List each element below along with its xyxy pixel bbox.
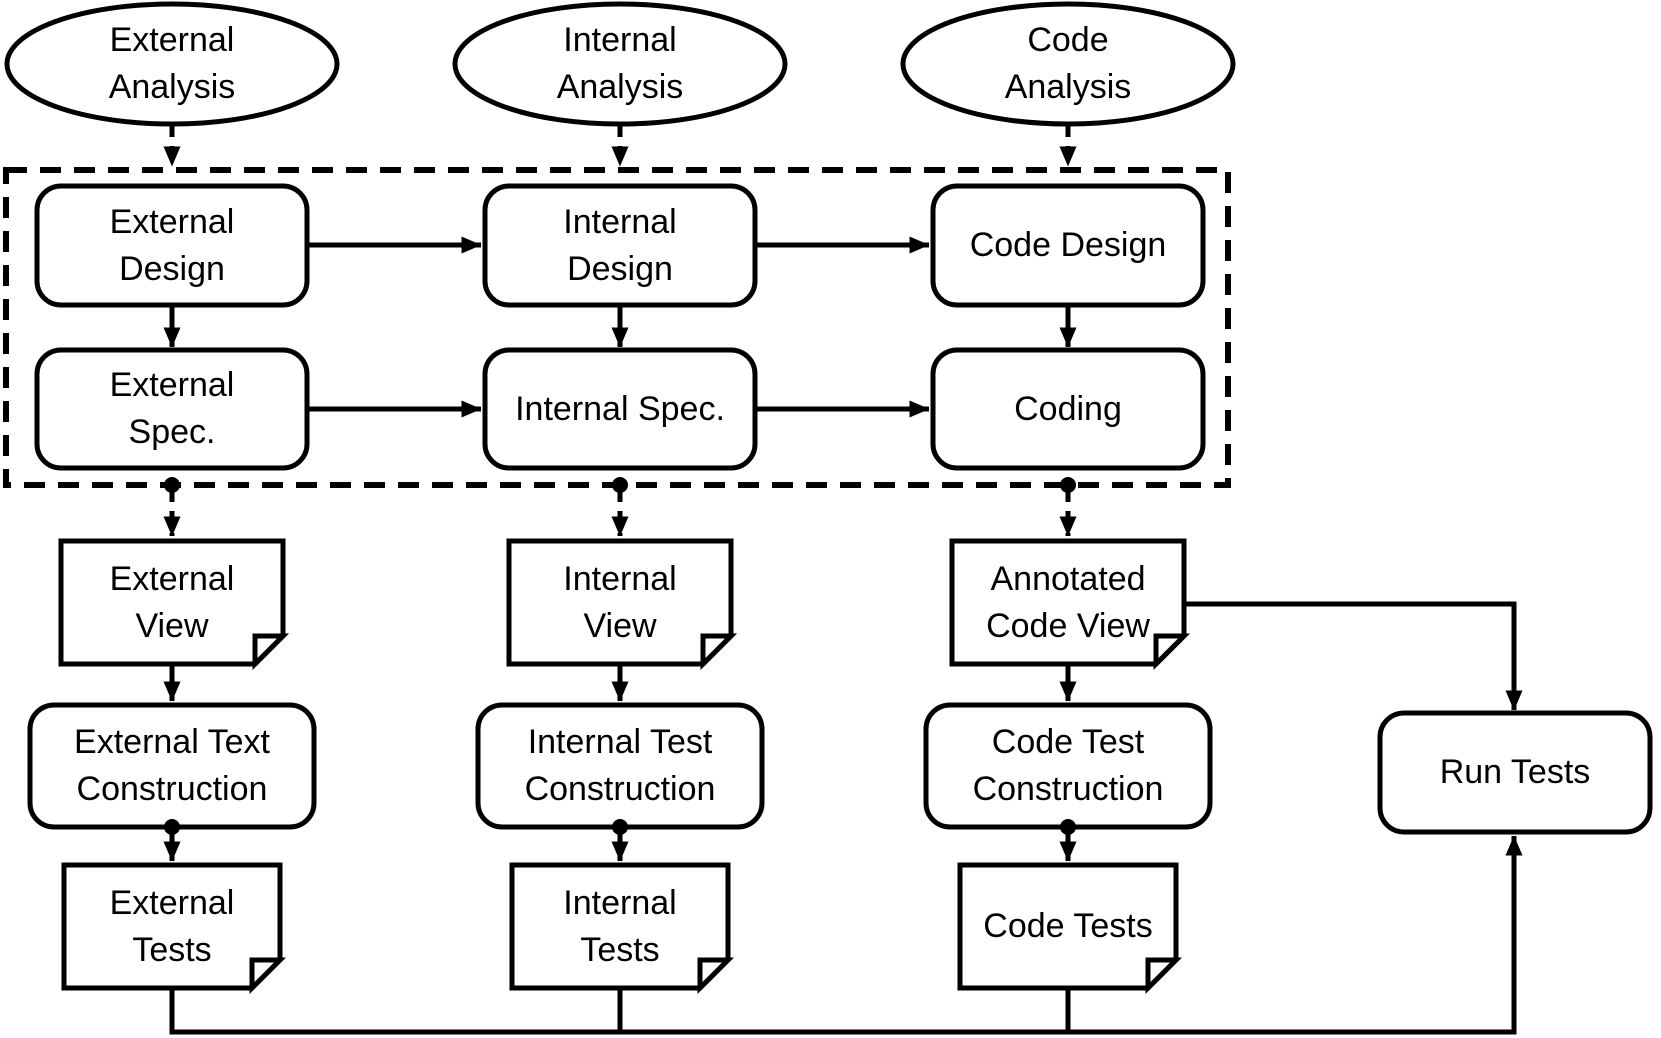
- internal-view-document-fold: [700, 633, 738, 671]
- external-view-document-fold: [252, 633, 290, 671]
- external-spec-box: [34, 347, 310, 471]
- run-tests-box: [1377, 710, 1653, 835]
- dot-internal-test-construction-output: [612, 819, 628, 835]
- dot-internal-spec-output: [612, 477, 628, 493]
- external-tests-document: [61, 862, 283, 991]
- external-tests-document-fold: [249, 957, 287, 995]
- code-tests-document: [957, 862, 1179, 991]
- dot-coding-output: [1060, 477, 1076, 493]
- dot-external-spec-output: [164, 477, 180, 493]
- code-analysis-ellipse: [900, 1, 1236, 127]
- annotated-code-view-document: [949, 538, 1187, 667]
- internal-design-box: [482, 183, 758, 308]
- internal-view-document: [506, 538, 734, 667]
- external-analysis-ellipse: [4, 1, 340, 127]
- dot-code-test-construction-output: [1060, 819, 1076, 835]
- internal-tests-document-fold: [697, 957, 735, 995]
- external-design-box: [34, 183, 310, 308]
- external-view-document: [58, 538, 286, 667]
- code-test-construction-box: [923, 702, 1213, 830]
- code-design-box: [930, 183, 1206, 308]
- edge-tests-rail-to-run-tests: [169, 835, 1523, 1035]
- external-text-construction-box: [27, 702, 317, 830]
- internal-spec-box: [482, 347, 758, 471]
- edge-annotated-code-view-to-run-tests: [1184, 601, 1523, 711]
- annotated-code-view-document-fold: [1153, 633, 1191, 671]
- internal-test-construction-box: [475, 702, 765, 830]
- internal-tests-document: [509, 862, 731, 991]
- dot-external-text-construction-output: [164, 819, 180, 835]
- code-tests-document-fold: [1145, 957, 1183, 995]
- coding-box: [930, 347, 1206, 471]
- internal-analysis-ellipse: [452, 1, 788, 127]
